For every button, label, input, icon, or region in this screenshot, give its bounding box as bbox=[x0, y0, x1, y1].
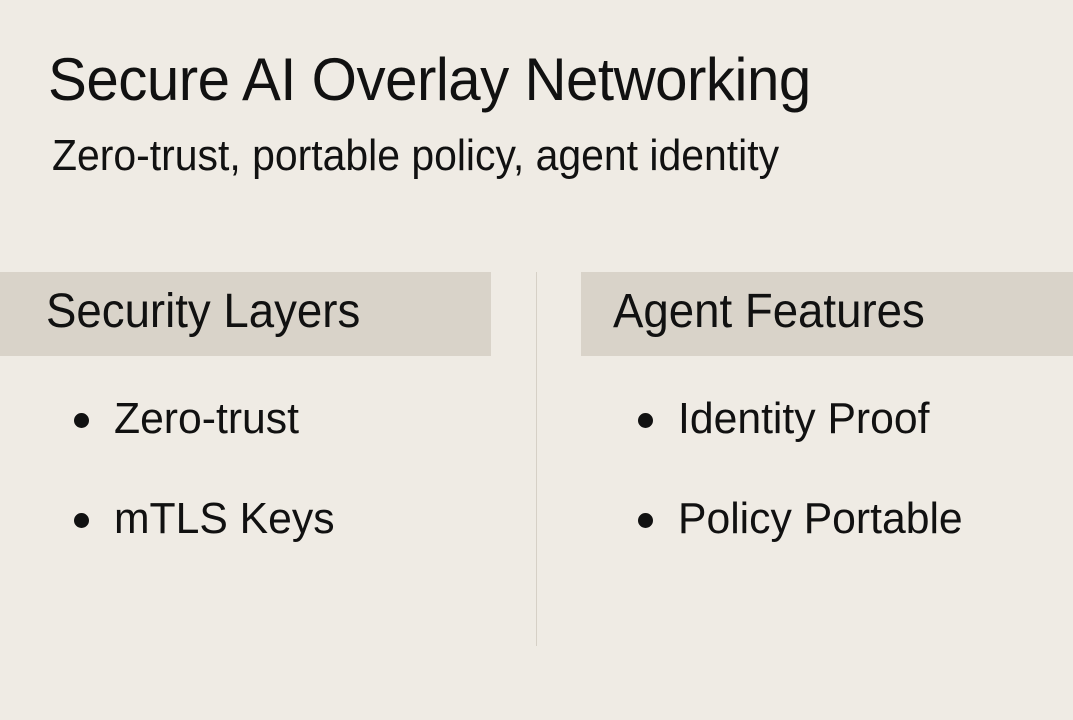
list-item-label: Zero-trust bbox=[114, 394, 299, 443]
list-item: Policy Portable bbox=[638, 488, 971, 588]
section-heading: Agent Features bbox=[613, 285, 925, 338]
bullet-icon bbox=[74, 413, 89, 428]
security-layers-list: Zero-trust mTLS Keys bbox=[74, 388, 341, 588]
page-title: Secure AI Overlay Networking bbox=[48, 46, 811, 113]
list-item: Identity Proof bbox=[638, 388, 971, 488]
agent-features-header: Agent Features bbox=[581, 272, 1073, 356]
list-item-label: Policy Portable bbox=[678, 494, 963, 543]
security-layers-header: Security Layers bbox=[0, 272, 491, 356]
bullet-icon bbox=[638, 513, 653, 528]
section-heading: Security Layers bbox=[46, 285, 361, 338]
page-subtitle: Zero-trust, portable policy, agent ident… bbox=[52, 131, 780, 180]
list-item: Zero-trust bbox=[74, 388, 341, 488]
list-item: mTLS Keys bbox=[74, 488, 341, 588]
bullet-icon bbox=[74, 513, 89, 528]
bullet-icon bbox=[638, 413, 653, 428]
column-divider bbox=[536, 272, 537, 646]
agent-features-list: Identity Proof Policy Portable bbox=[638, 388, 971, 588]
list-item-label: Identity Proof bbox=[678, 394, 930, 443]
list-item-label: mTLS Keys bbox=[114, 494, 335, 543]
